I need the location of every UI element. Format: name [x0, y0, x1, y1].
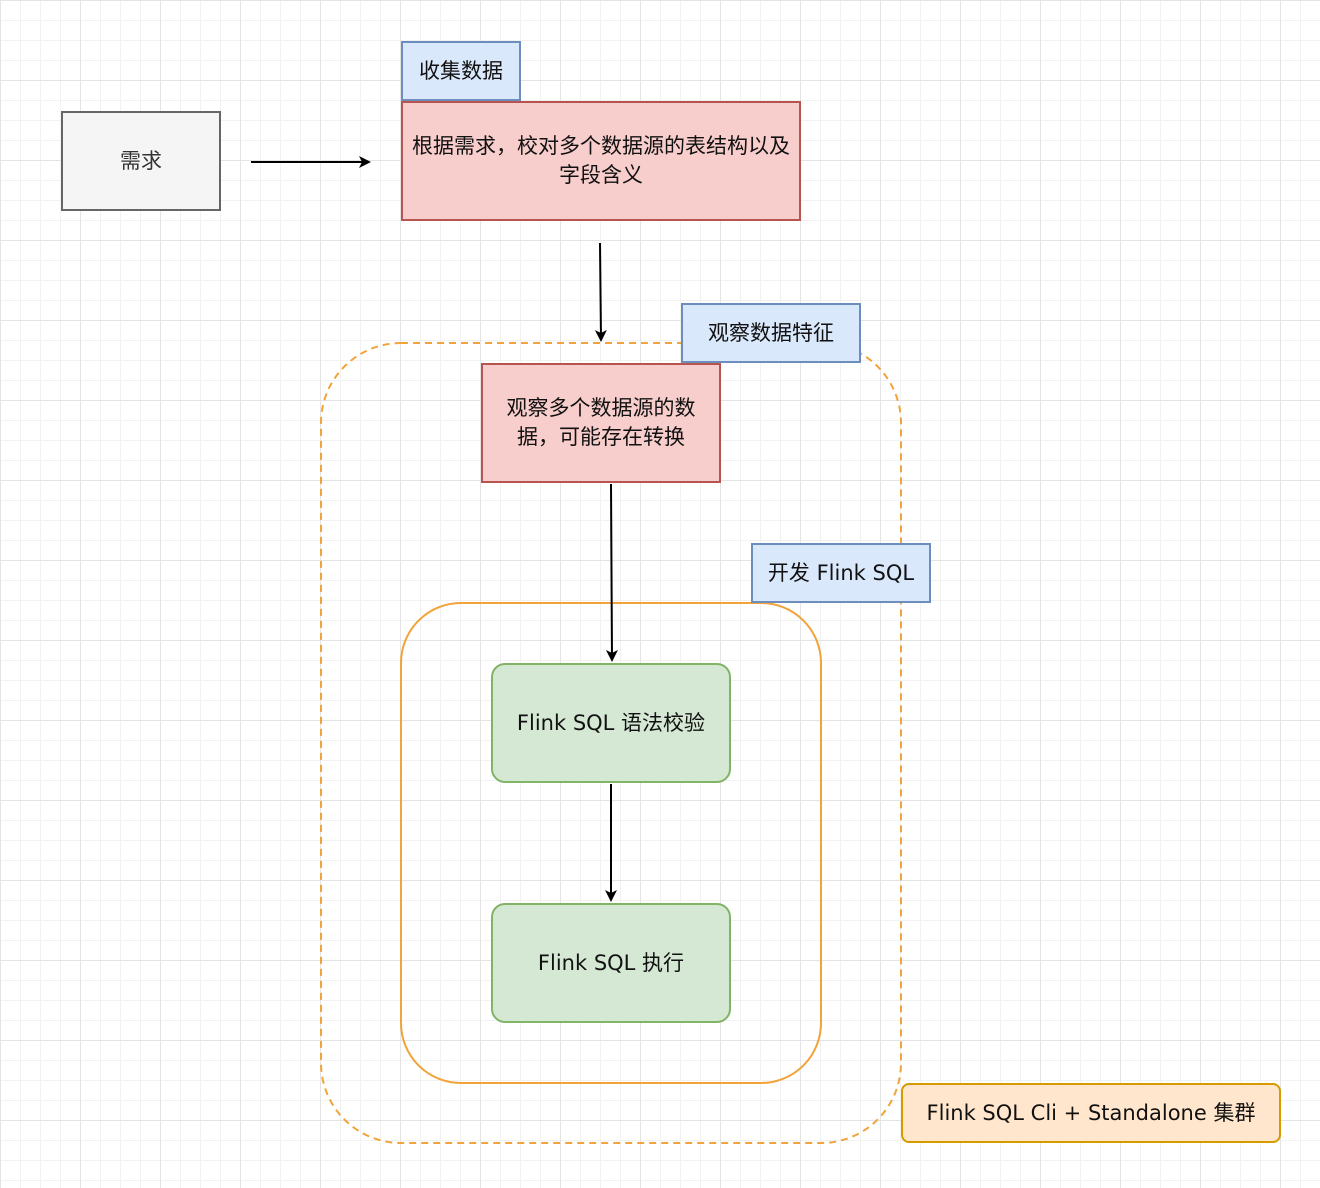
- collect-text: 根据需求，校对多个数据源的表结构以及字段含义: [412, 134, 790, 187]
- arrow-collect-to-observe: [594, 242, 607, 342]
- execute-text: Flink SQL 执行: [537, 950, 685, 975]
- develop-label[interactable]: 开发 Flink SQL: [751, 543, 931, 603]
- validate-node[interactable]: Flink SQL 语法校验: [491, 663, 731, 783]
- collect-label-text: 收集数据: [419, 58, 503, 83]
- demand-text: 需求: [120, 148, 162, 173]
- execute-node[interactable]: Flink SQL 执行: [491, 903, 731, 1023]
- cluster-container: [320, 342, 902, 1144]
- cluster-label[interactable]: Flink SQL Cli + Standalone 集群: [901, 1083, 1281, 1143]
- demand-node[interactable]: 需求: [61, 111, 221, 211]
- collect-node[interactable]: 根据需求，校对多个数据源的表结构以及字段含义: [401, 101, 801, 221]
- observe-label-text: 观察数据特征: [708, 320, 834, 345]
- observe-label[interactable]: 观察数据特征: [681, 303, 861, 363]
- observe-text: 观察多个数据源的数据，可能存在转换: [506, 396, 696, 449]
- collect-label[interactable]: 收集数据: [401, 41, 521, 101]
- cluster-label-text: Flink SQL Cli + Standalone 集群: [926, 1100, 1256, 1125]
- arrow-observe-to-validate: [605, 483, 618, 662]
- observe-node[interactable]: 观察多个数据源的数据，可能存在转换: [481, 363, 721, 483]
- validate-text: Flink SQL 语法校验: [516, 710, 706, 735]
- develop-label-text: 开发 Flink SQL: [767, 560, 915, 585]
